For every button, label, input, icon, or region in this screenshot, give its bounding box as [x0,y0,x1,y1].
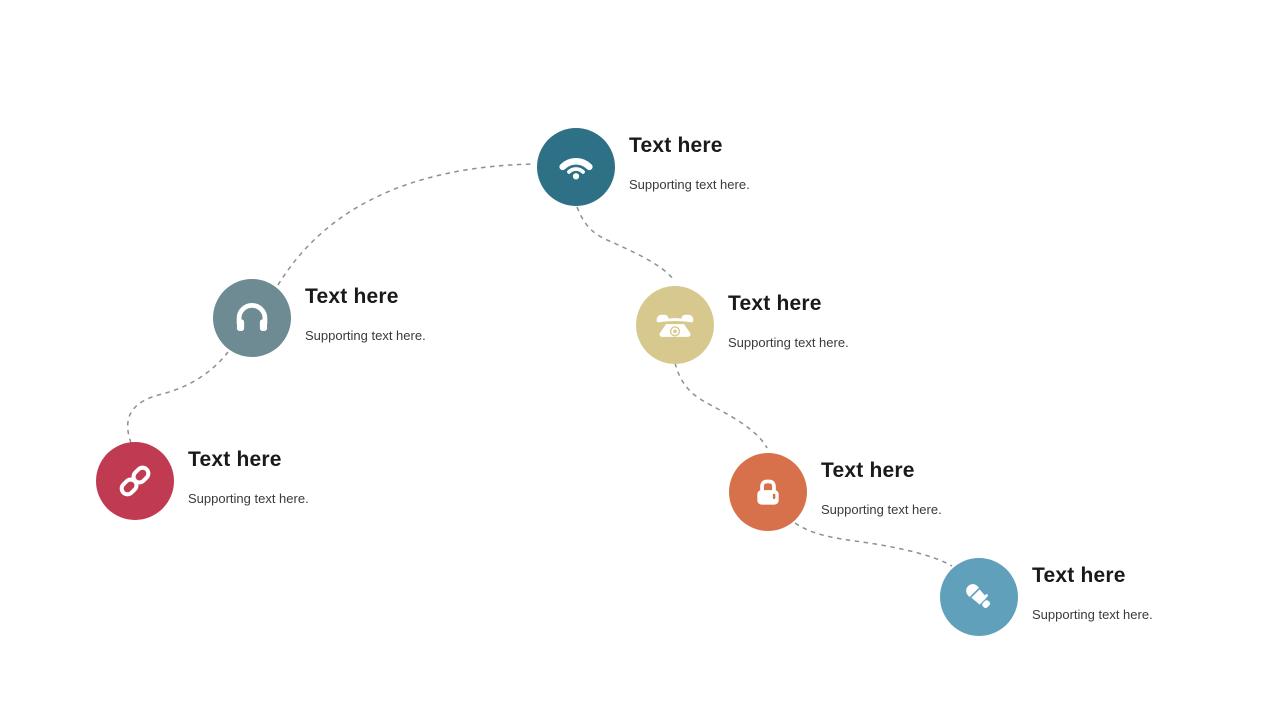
step-title: Text here [1032,564,1126,587]
lock-circle [729,453,807,531]
step-subtitle: Supporting text here. [728,335,849,350]
step-item-headphones: Text here Supporting text here. [213,279,543,389]
phone-icon [656,314,694,337]
step-title: Text here [629,134,723,157]
step-item-lock: Text here Supporting text here. [729,453,1059,563]
step-title: Text here [305,285,399,308]
wifi-circle [537,128,615,206]
step-item-link: Text here Supporting text here. [96,442,426,552]
step-title: Text here [728,292,822,315]
link-circle [96,442,174,520]
step-item-phone: Text here Supporting text here. [636,286,966,396]
step-title: Text here [821,459,915,482]
wifi-icon [559,158,593,180]
step-subtitle: Supporting text here. [188,491,309,506]
lock-icon [757,479,779,505]
headphones-icon [236,303,268,331]
step-subtitle: Supporting text here. [629,177,750,192]
connector-wifi-to-phone [576,206,674,280]
step-subtitle: Supporting text here. [1032,607,1153,622]
step-subtitle: Supporting text here. [821,502,942,517]
phone-circle [636,286,714,364]
microphone-icon [966,584,991,609]
connector-headphones-to-wifi [277,163,535,286]
headphones-circle [213,279,291,357]
connector-lock-to-microphone [794,522,953,567]
step-item-microphone: Text here Supporting text here. [940,558,1270,668]
step-item-wifi: Text here Supporting text here. [537,128,867,238]
step-subtitle: Supporting text here. [305,328,426,343]
link-icon [119,465,151,497]
microphone-circle [940,558,1018,636]
step-title: Text here [188,448,282,471]
